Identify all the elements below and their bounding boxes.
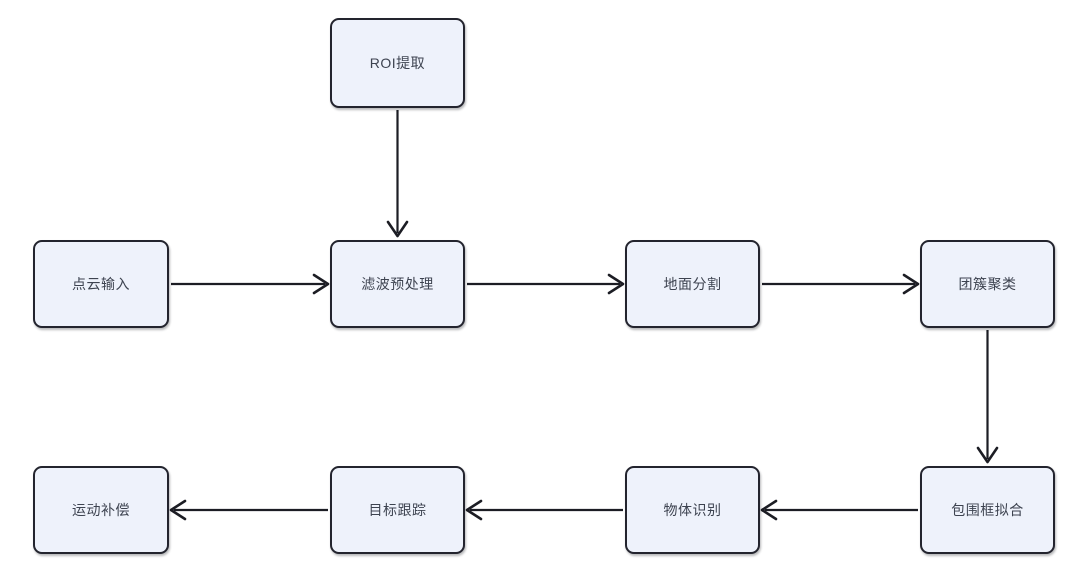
edge-ground-to-cluster [762, 273, 920, 295]
edge-track-to-motion [169, 499, 328, 521]
node-ground-segmentation[interactable]: 地面分割 [625, 240, 760, 328]
node-point-cloud-input-label: 点云输入 [72, 275, 130, 292]
node-cluster-label: 团簇聚类 [958, 275, 1017, 292]
edge-filter-to-ground [467, 273, 625, 295]
node-cluster[interactable]: 团簇聚类 [920, 240, 1055, 328]
edge-input-to-filter [171, 273, 330, 295]
node-bounding-box-fitting-label: 包围框拟合 [951, 501, 1024, 518]
node-roi[interactable]: ROI提取 [330, 18, 465, 108]
node-object-recognition[interactable]: 物体识别 [625, 466, 760, 554]
edge-roi-to-filter [386, 110, 409, 238]
node-object-recognition-label: 物体识别 [663, 501, 722, 518]
node-roi-label: ROI提取 [369, 54, 426, 71]
node-target-tracking[interactable]: 目标跟踪 [330, 466, 465, 554]
node-bounding-box-fitting[interactable]: 包围框拟合 [920, 466, 1055, 554]
node-ground-segmentation-label: 地面分割 [663, 275, 722, 292]
edge-bbox-to-recog [760, 499, 918, 521]
node-target-tracking-label: 目标跟踪 [368, 501, 427, 518]
node-motion-compensation-label: 运动补偿 [72, 501, 130, 518]
node-point-cloud-input[interactable]: 点云输入 [33, 240, 169, 328]
node-filter-preprocess-label: 滤波预处理 [361, 275, 434, 292]
node-filter-preprocess[interactable]: 滤波预处理 [330, 240, 465, 328]
node-motion-compensation[interactable]: 运动补偿 [33, 466, 169, 554]
edge-cluster-to-bbox [976, 330, 999, 464]
edge-recog-to-track [465, 499, 623, 521]
